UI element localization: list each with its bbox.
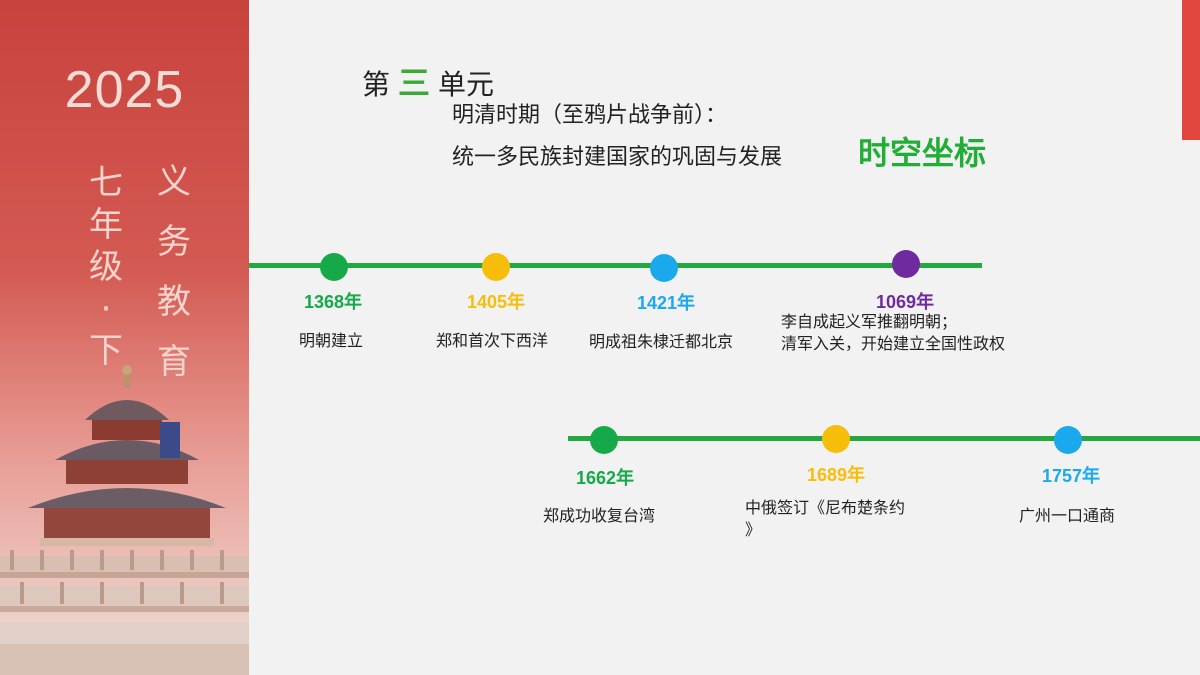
timeline-dot-1368	[320, 253, 348, 281]
unit-prefix: 第	[362, 68, 391, 101]
year-label: 1405年	[466, 292, 526, 312]
year-label: 1757年	[1041, 466, 1101, 486]
event-line: 清军入关，开始建立全国性政权	[781, 334, 1006, 353]
education-char: 教	[157, 282, 191, 322]
timeline-dot-1757	[1054, 426, 1082, 454]
event-label: 郑和首次下西洋	[436, 331, 549, 350]
right-accent-bar	[1182, 0, 1200, 140]
education-char: 务	[157, 222, 191, 262]
education-vertical-text: 义 务 教 育	[154, 152, 194, 392]
keyword-title: 时空坐标	[858, 134, 987, 172]
sidebar-banner: 2025 七 年 级 · 下 义 务 教 育	[0, 0, 249, 675]
year-label: 1421年	[636, 293, 696, 313]
timeline-2-line	[568, 436, 1200, 441]
grade-vertical-text: 七 年 级 · 下	[86, 162, 126, 372]
timeline-1-line	[249, 263, 982, 268]
timeline-dot-1069	[892, 250, 920, 278]
theme-title: 统一多民族封建国家的巩固与发展	[452, 145, 783, 170]
event-label: 李自成起义军推翻明朝； 清军入关，开始建立全国性政权	[781, 311, 1005, 355]
unit-number: 三	[398, 64, 431, 102]
grade-char: 下	[89, 331, 123, 371]
year-label: 1662年	[575, 468, 635, 488]
timeline-dot-1405	[482, 253, 510, 281]
grade-char: 七	[89, 163, 123, 203]
year-label: 1368年	[303, 292, 363, 312]
event-label: 明朝建立	[299, 331, 364, 350]
education-char: 义	[157, 162, 191, 202]
unit-suffix: 单元	[438, 68, 495, 101]
year-label: 1689年	[806, 465, 866, 485]
event-line: 李自成起义军推翻明朝；	[781, 312, 958, 331]
temple-of-heaven-image	[0, 365, 249, 675]
event-line: 》	[745, 520, 762, 539]
year-label: 1069年	[875, 292, 935, 312]
grade-char: 年	[89, 205, 123, 245]
event-label: 中俄签订《尼布楚条约 》	[745, 497, 905, 541]
event-label: 郑成功收复台湾	[543, 506, 656, 525]
event-label: 广州一口通商	[1019, 506, 1116, 525]
timeline-dot-1662	[590, 426, 618, 454]
timeline-dot-1689	[822, 425, 850, 453]
grade-char: 级	[89, 247, 123, 287]
grade-char: ·	[100, 289, 112, 329]
period-title: 明清时期（至鸦片战争前）：	[452, 103, 728, 128]
education-char: 育	[157, 342, 191, 382]
unit-title: 第三单元	[362, 58, 494, 104]
timeline-dot-1421	[650, 254, 678, 282]
sidebar-year: 2025	[64, 61, 185, 119]
event-label: 明成祖朱棣迁都北京	[589, 332, 734, 351]
event-line: 中俄签订《尼布楚条约	[745, 498, 906, 517]
